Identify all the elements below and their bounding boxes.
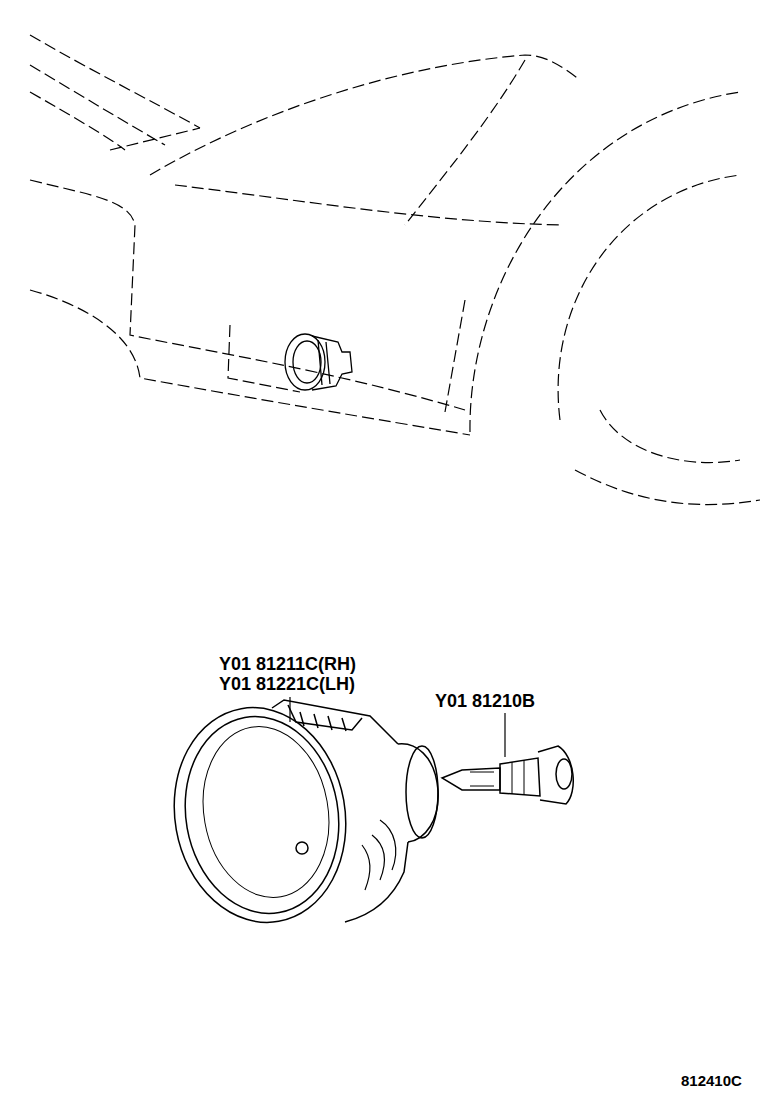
fog-lamp-assembly <box>158 694 439 936</box>
bulb-glass <box>442 768 500 790</box>
bumper-edge <box>445 300 465 412</box>
bumper-front <box>30 180 465 410</box>
headlamp-edge <box>30 92 125 150</box>
car-front-outline <box>30 35 760 505</box>
illustration-number: 812410C <box>680 1073 743 1088</box>
housing-lower <box>345 842 408 922</box>
housing-top <box>272 700 398 744</box>
bulb-connector <box>538 746 573 804</box>
leader-line <box>504 713 505 757</box>
part-number: Y01 81210B <box>434 692 536 710</box>
bulb <box>442 746 573 804</box>
bulb-base <box>500 758 540 796</box>
bulb-filament <box>470 772 494 786</box>
housing-ribs <box>362 820 396 890</box>
wheel-arch-lower <box>575 470 760 505</box>
fog-recess <box>228 325 300 392</box>
fender-line <box>405 60 525 225</box>
headlamp-edge <box>30 65 165 145</box>
lamp-lens <box>190 717 342 908</box>
hood-edge <box>30 35 200 128</box>
housing-neck <box>398 744 438 842</box>
bulb-connector-socket <box>556 759 572 789</box>
headlamp-edge <box>110 128 200 150</box>
part-number: Y01 81211C(RH) <box>218 655 357 673</box>
housing-fins <box>288 705 362 730</box>
housing-collar <box>406 746 438 838</box>
part-number: Y01 81221C(LH) <box>218 675 356 693</box>
housing-fins <box>300 712 346 731</box>
lamp-lens-dot <box>296 842 308 854</box>
hood-line <box>150 55 580 175</box>
lamp-body <box>312 336 352 390</box>
lamp-lens-inner <box>293 341 321 383</box>
lamp-rim <box>158 694 363 936</box>
wheel-arch <box>470 92 740 432</box>
lamp-rim-inner <box>170 704 354 925</box>
wheel-arch-inner <box>558 175 740 420</box>
leader-line <box>289 697 290 722</box>
lamp-lens <box>285 334 325 390</box>
fog-lamp-small <box>285 334 352 390</box>
bumper-lower <box>30 290 470 435</box>
tire-line <box>600 410 740 463</box>
bulb-base-ring <box>512 760 524 795</box>
bumper-crease <box>175 185 560 225</box>
lamp-fins <box>318 340 330 385</box>
